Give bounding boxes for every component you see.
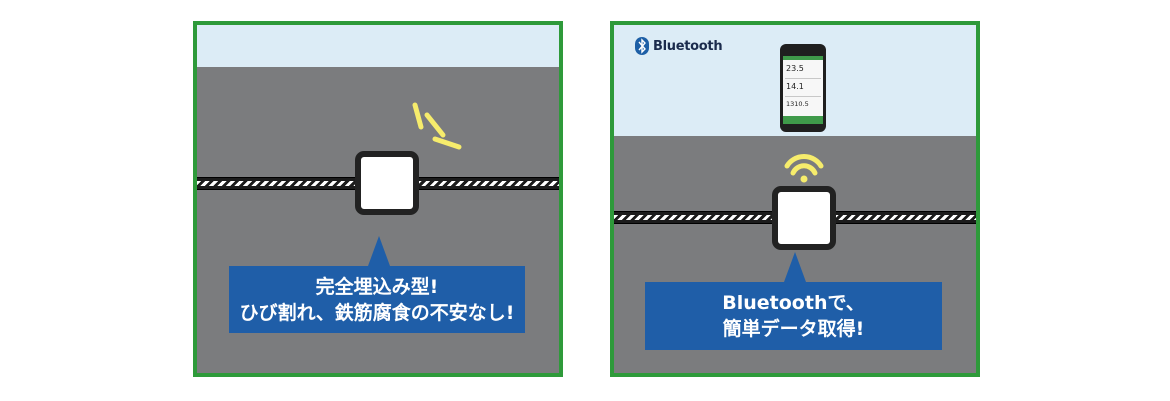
callout-line-2: 簡単データ取得! xyxy=(722,318,865,340)
embedded-callout: 完全埋込み型! ひび割れ、鉄筋腐食の不安なし! xyxy=(229,236,525,333)
callout-line-1: Bluetoothで、 xyxy=(722,292,865,314)
wireless-signal-icon xyxy=(784,154,824,183)
callout-line-1: 完全埋込み型! xyxy=(315,276,439,298)
phone-reading-2: 14.1 xyxy=(786,82,804,91)
phone-reading-1: 23.5 xyxy=(786,64,804,73)
bluetooth-callout: Bluetoothで、 簡単データ取得! xyxy=(645,252,942,350)
smartphone-icon: 23.5 14.1 1310.5 xyxy=(780,44,826,132)
callout-line-2: ひび割れ、鉄筋腐食の不安なし! xyxy=(239,302,515,324)
phone-reading-3: 1310.5 xyxy=(786,100,809,108)
bluetooth-icon xyxy=(635,37,649,55)
embedded-sensor-panel: 完全埋込み型! ひび割れ、鉄筋腐食の不安なし! xyxy=(193,21,563,377)
bluetooth-logo: Bluetooth xyxy=(635,37,723,55)
bluetooth-panel: Bluetooth 23.5 14.1 1310.5 Bluetoothで、 簡… xyxy=(610,21,980,377)
phone-screen: 23.5 14.1 1310.5 xyxy=(783,56,823,124)
crack-alert-icon xyxy=(412,102,462,150)
sensor-icon xyxy=(355,151,419,215)
bluetooth-label: Bluetooth xyxy=(653,38,723,54)
sensor-icon xyxy=(772,186,836,250)
sky-area xyxy=(197,25,559,67)
